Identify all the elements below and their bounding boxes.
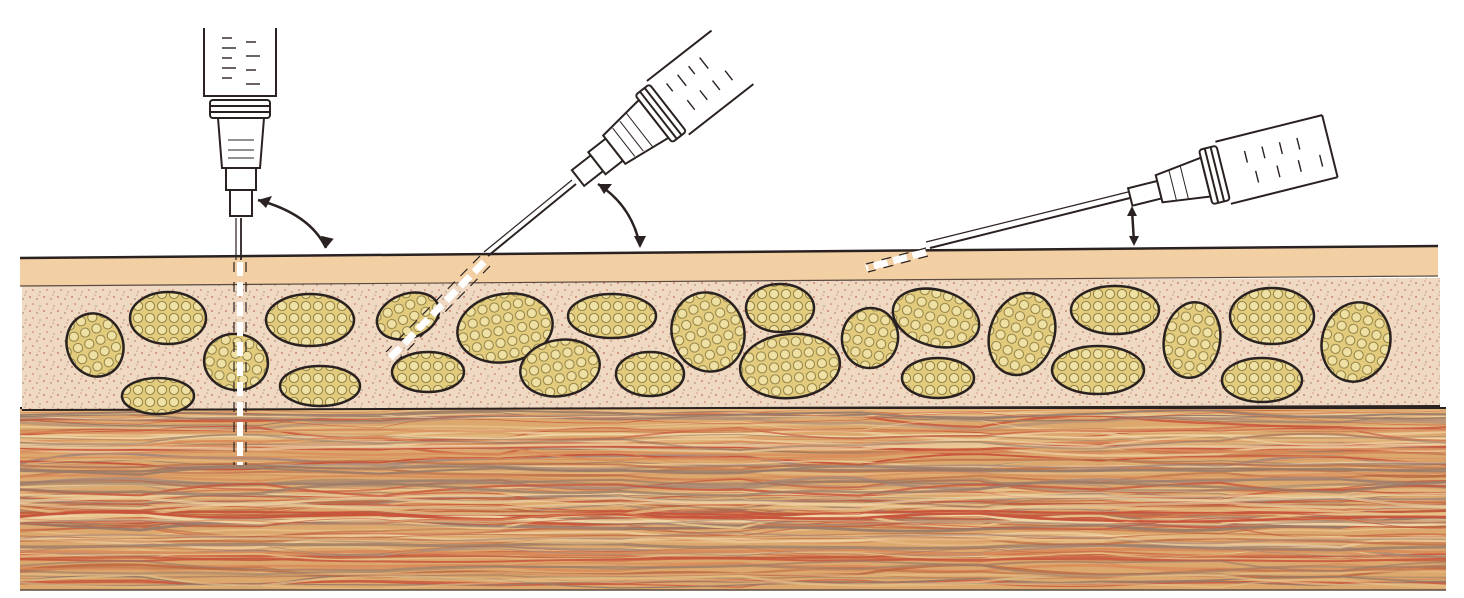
- fat-lobule: [1230, 288, 1314, 344]
- fat-lobule: [1222, 358, 1302, 402]
- fat-lobule: [616, 352, 684, 396]
- fat-lobule: [130, 292, 206, 344]
- fat-lobule: [280, 366, 360, 406]
- fat-lobule: [266, 294, 354, 346]
- fat-lobule: [1052, 346, 1144, 394]
- fat-lobule: [902, 358, 974, 398]
- fat-lobule: [122, 378, 194, 414]
- fat-lobule: [1071, 286, 1159, 334]
- fat-lobule: [746, 284, 814, 332]
- subcutaneous-layer: [22, 278, 1440, 414]
- fat-lobule: [568, 294, 656, 338]
- fat-lobule: [392, 352, 464, 392]
- muscle-layer: [20, 406, 1446, 590]
